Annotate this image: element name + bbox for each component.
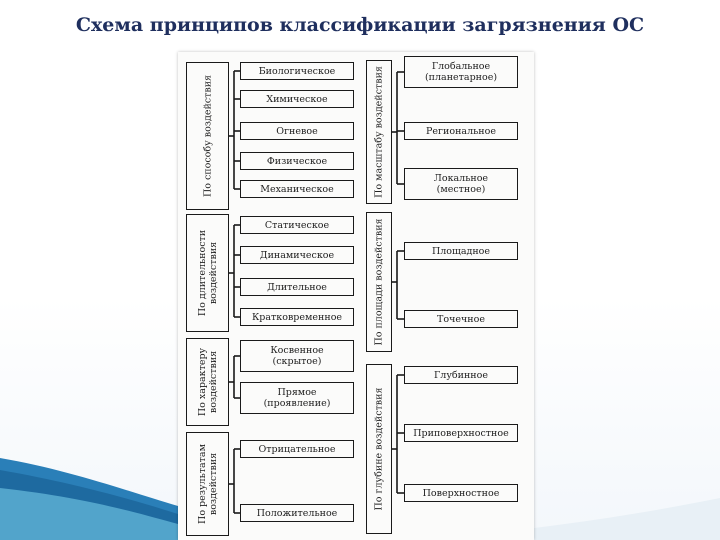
category-label: По результатам воздействия bbox=[196, 444, 219, 524]
classification-item: Локальное (местное) bbox=[404, 168, 518, 200]
left-category-box: По способу воздействия bbox=[186, 62, 229, 210]
classification-item: Огневое bbox=[240, 122, 354, 140]
classification-item: Статическое bbox=[240, 216, 354, 234]
right-category-box: По глубине воздействия bbox=[366, 364, 392, 534]
connector-lines bbox=[229, 70, 404, 514]
classification-item: Прямое (проявление) bbox=[240, 382, 354, 414]
category-label: По глубине воздействия bbox=[373, 387, 385, 511]
classification-item: Площадное bbox=[404, 242, 518, 260]
classification-item: Приповерхностное bbox=[404, 424, 518, 442]
right-category-box: По масштабу воздействия bbox=[366, 60, 392, 204]
category-label: По площади воздействия bbox=[373, 218, 385, 346]
classification-item: Физическое bbox=[240, 152, 354, 170]
classification-item: Поверхностное bbox=[404, 484, 518, 502]
classification-item: Кратковременное bbox=[240, 308, 354, 326]
classification-item: Положительное bbox=[240, 504, 354, 522]
right-category-box: По площади воздействия bbox=[366, 212, 392, 352]
classification-item: Глубинное bbox=[404, 366, 518, 384]
decorative-wave bbox=[0, 458, 720, 540]
category-label: По длительности воздействия bbox=[196, 229, 219, 317]
category-label: По способу воздействия bbox=[202, 74, 213, 198]
classification-item: Точечное bbox=[404, 310, 518, 328]
left-category-box: По длительности воздействия bbox=[186, 214, 229, 332]
classification-item: Косвенное (скрытое) bbox=[240, 340, 354, 372]
classification-item: Длительное bbox=[240, 278, 354, 296]
category-label: По характеру воздействия bbox=[196, 347, 219, 417]
classification-item: Региональное bbox=[404, 122, 518, 140]
slide-title: Схема принципов классификации загрязнени… bbox=[75, 14, 645, 36]
classification-item: Глобальное (планетарное) bbox=[404, 56, 518, 88]
left-category-box: По характеру воздействия bbox=[186, 338, 229, 426]
classification-item: Отрицательное bbox=[240, 440, 354, 458]
classification-item: Химическое bbox=[240, 90, 354, 108]
classification-item: Биологическое bbox=[240, 62, 354, 80]
left-category-box: По результатам воздействия bbox=[186, 432, 229, 536]
category-label: По масштабу воздействия bbox=[373, 66, 385, 198]
classification-item: Динамическое bbox=[240, 246, 354, 264]
classification-item: Механическое bbox=[240, 180, 354, 198]
